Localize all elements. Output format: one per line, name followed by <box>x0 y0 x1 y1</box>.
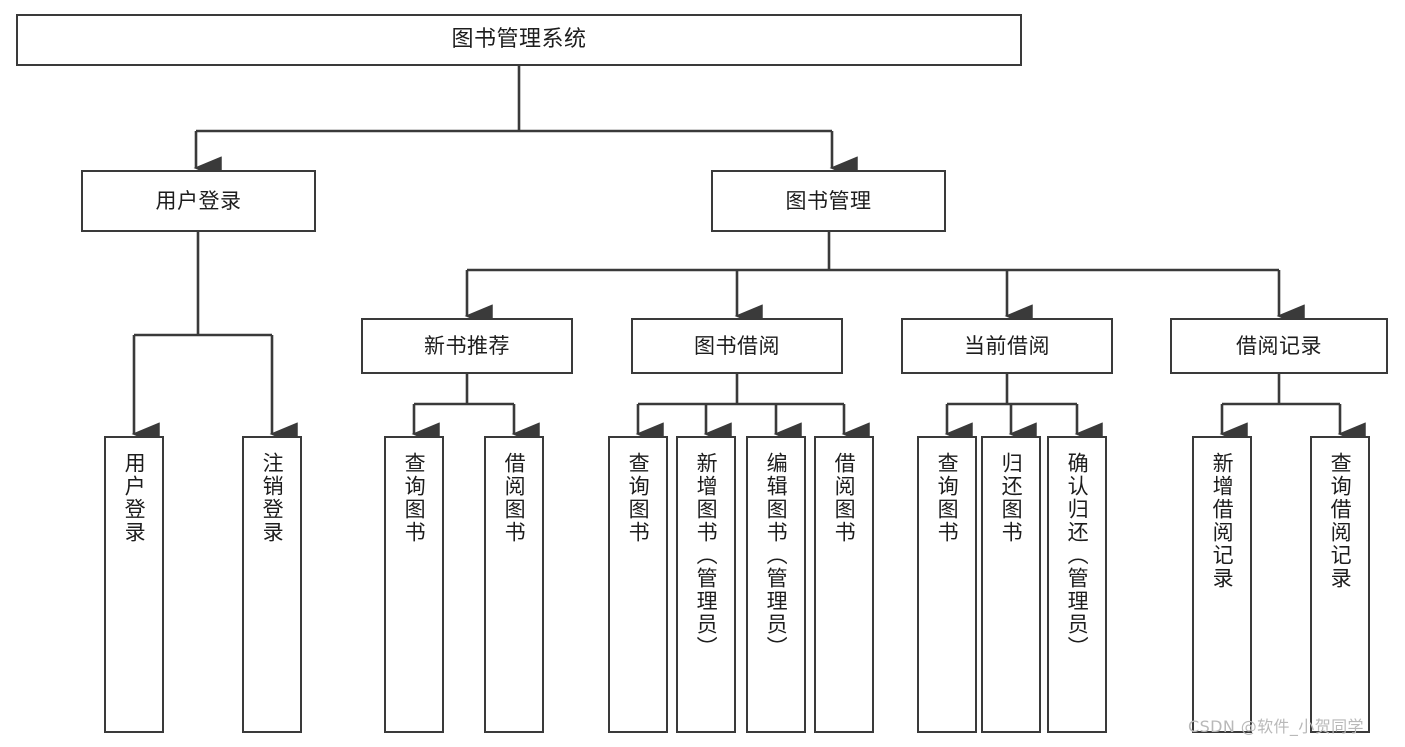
node-book-management[interactable]: 图书管理 <box>711 170 946 232</box>
node-label: 图书管理系统 <box>451 27 587 53</box>
node-label: 查询借阅记录 <box>1328 452 1353 590</box>
leaf-borrow-book-new[interactable]: 借阅图书 <box>484 436 544 733</box>
leaf-query-book-borrow[interactable]: 查询图书 <box>608 436 668 733</box>
leaf-logout[interactable]: 注销登录 <box>242 436 302 733</box>
node-borrow-records[interactable]: 借阅记录 <box>1170 318 1388 374</box>
node-label: 确认归还（管理员） <box>1065 452 1090 659</box>
node-label: 借阅记录 <box>1236 333 1322 358</box>
leaf-query-borrow-record[interactable]: 查询借阅记录 <box>1310 436 1370 733</box>
node-label: 图书管理 <box>785 188 872 213</box>
leaf-add-borrow-record[interactable]: 新增借阅记录 <box>1192 436 1252 733</box>
node-book-borrow[interactable]: 图书借阅 <box>631 318 843 374</box>
node-label: 新增借阅记录 <box>1210 452 1235 590</box>
node-label: 借阅图书 <box>502 452 527 544</box>
leaf-user-login[interactable]: 用户登录 <box>104 436 164 733</box>
node-root-system[interactable]: 图书管理系统 <box>16 14 1022 66</box>
node-current-borrow[interactable]: 当前借阅 <box>901 318 1113 374</box>
node-label: 查询图书 <box>935 452 960 544</box>
leaf-return-book[interactable]: 归还图书 <box>981 436 1041 733</box>
node-label: 编辑图书（管理员） <box>764 452 789 659</box>
node-label: 图书借阅 <box>694 333 780 358</box>
node-label: 用户登录 <box>122 452 147 544</box>
node-label: 归还图书 <box>999 452 1024 544</box>
leaf-edit-book-admin[interactable]: 编辑图书（管理员） <box>746 436 806 733</box>
node-user-login[interactable]: 用户登录 <box>81 170 316 232</box>
watermark: CSDN @软件_小贺同学 <box>1188 717 1364 736</box>
node-label: 查询图书 <box>626 452 651 544</box>
leaf-confirm-return-admin[interactable]: 确认归还（管理员） <box>1047 436 1107 733</box>
leaf-query-book-current[interactable]: 查询图书 <box>917 436 977 733</box>
node-label: 新书推荐 <box>424 333 510 358</box>
node-label: 当前借阅 <box>964 333 1050 358</box>
leaf-add-book-admin[interactable]: 新增图书（管理员） <box>676 436 736 733</box>
node-label: 新增图书（管理员） <box>694 452 719 659</box>
node-label: 用户登录 <box>155 188 242 213</box>
node-label: 注销登录 <box>260 452 285 544</box>
node-new-book-recommend[interactable]: 新书推荐 <box>361 318 573 374</box>
leaf-query-book-new[interactable]: 查询图书 <box>384 436 444 733</box>
node-label: 借阅图书 <box>832 452 857 544</box>
leaf-borrow-book[interactable]: 借阅图书 <box>814 436 874 733</box>
node-label: 查询图书 <box>402 452 427 544</box>
